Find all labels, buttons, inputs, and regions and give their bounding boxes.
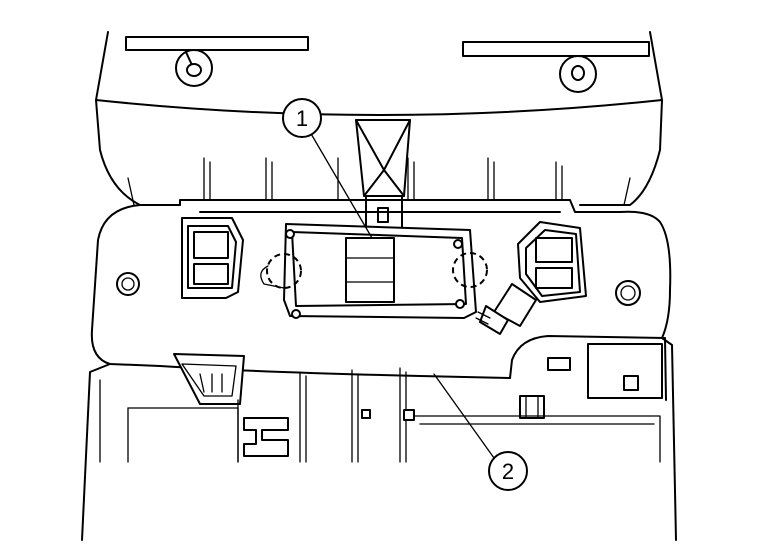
leader-line-1 xyxy=(309,131,373,239)
hole-left xyxy=(116,272,140,296)
bolt-right xyxy=(559,55,597,93)
fastener-marker-left xyxy=(266,253,302,289)
center-bracket xyxy=(355,119,411,231)
upper-slot-right xyxy=(462,41,650,57)
callout-2: 2 xyxy=(488,451,528,491)
callout-2-label: 2 xyxy=(502,459,514,484)
right-bezel xyxy=(517,221,587,303)
control-module xyxy=(260,223,477,319)
lower-right-bracket xyxy=(509,335,667,419)
hole-right xyxy=(615,280,641,306)
fastener-marker-right xyxy=(452,252,488,288)
left-bezel xyxy=(181,217,244,299)
callout-1-label: 1 xyxy=(296,106,308,131)
upper-slot-left xyxy=(125,36,309,51)
callout-1: 1 xyxy=(282,98,322,138)
wiring-connector xyxy=(475,283,537,335)
leader-line-2 xyxy=(433,373,495,459)
trim-panel xyxy=(81,199,677,541)
lower-left-clip xyxy=(173,353,245,405)
lower-frame xyxy=(99,367,661,463)
bolt-left xyxy=(175,49,213,87)
upper-panel xyxy=(95,31,663,206)
